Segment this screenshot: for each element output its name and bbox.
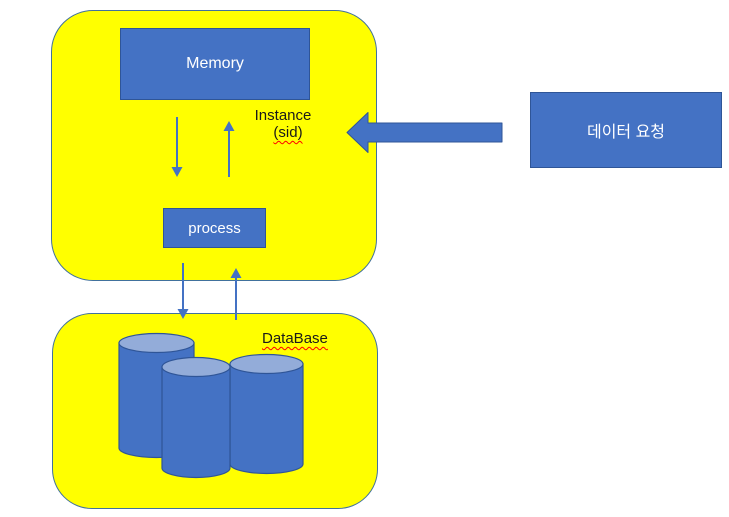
database-caption-text: DataBase bbox=[262, 330, 328, 347]
process-box: process bbox=[163, 208, 266, 248]
instance-caption-line2: (sid) bbox=[245, 124, 321, 141]
memory-label: Memory bbox=[186, 55, 244, 72]
process-label: process bbox=[188, 219, 241, 237]
data-request-box: 데이터 요청 bbox=[530, 92, 722, 168]
sid-text: (sid) bbox=[273, 124, 303, 141]
database-container bbox=[52, 313, 378, 509]
memory-box: Memory bbox=[120, 28, 310, 100]
instance-caption-line1: Instance bbox=[254, 107, 312, 124]
instance-caption: Instance (sid) bbox=[245, 107, 321, 141]
database-caption: DataBase bbox=[262, 330, 328, 347]
data-request-label: 데이터 요청 bbox=[586, 124, 666, 141]
